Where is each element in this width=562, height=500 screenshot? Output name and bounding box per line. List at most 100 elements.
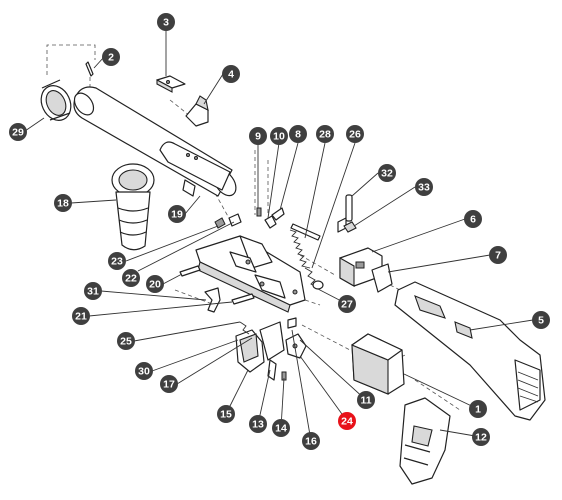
part-11-magazine-block xyxy=(351,333,405,395)
callout-number: 8 xyxy=(295,129,301,141)
callout-badge-circle xyxy=(357,391,375,409)
callout-10: 10 xyxy=(270,127,288,145)
callout-22: 22 xyxy=(122,269,140,287)
callout-badge-circle xyxy=(9,123,27,141)
callout-7: 7 xyxy=(489,246,507,264)
callout-number: 30 xyxy=(138,366,150,378)
callout-33: 33 xyxy=(415,178,433,196)
callout-badge-circle xyxy=(102,48,120,66)
callout-number: 7 xyxy=(495,250,501,262)
callout-number: 25 xyxy=(120,336,132,348)
callout-14: 14 xyxy=(272,419,290,437)
callout-30: 30 xyxy=(135,362,153,380)
callout-6: 6 xyxy=(464,210,482,228)
callout-19: 19 xyxy=(168,205,186,223)
part-2-pin xyxy=(85,61,94,77)
callout-23: 23 xyxy=(108,252,126,270)
callout-badge-circle xyxy=(289,125,307,143)
callout-11: 11 xyxy=(357,391,375,409)
part-12-grip xyxy=(399,397,451,485)
callout-number: 26 xyxy=(349,129,361,141)
callout-badge-circle xyxy=(168,205,186,223)
callout-number: 4 xyxy=(228,69,234,81)
callout-badge-circle xyxy=(217,405,235,423)
callout-badge-circle xyxy=(270,127,288,145)
callout-number: 24 xyxy=(341,416,353,428)
trigger-housing-15-17 xyxy=(235,321,285,373)
part-5-stock xyxy=(394,281,546,421)
callout-number: 33 xyxy=(418,182,430,194)
callout-badge-circle xyxy=(157,13,175,31)
callout-5: 5 xyxy=(532,311,550,329)
callout-number: 2 xyxy=(108,52,114,64)
callout-badge-circle xyxy=(415,178,433,196)
callout-badge-circle xyxy=(249,415,267,433)
callout-number: 31 xyxy=(87,286,99,298)
callout-badge-circle xyxy=(316,125,334,143)
callout-24-highlighted: 24 xyxy=(338,412,356,430)
callout-number: 23 xyxy=(111,256,123,268)
callout-number: 20 xyxy=(149,279,161,291)
callout-badge-circle xyxy=(532,311,550,329)
callout-32: 32 xyxy=(378,164,396,182)
callout-number: 12 xyxy=(475,432,487,444)
callout-21: 21 xyxy=(72,307,90,325)
callout-badge-circle xyxy=(84,282,102,300)
callout-badge-circle xyxy=(378,164,396,182)
part-29-end-cap xyxy=(40,79,72,121)
callout-17: 17 xyxy=(160,375,178,393)
callout-9: 9 xyxy=(249,127,267,145)
part-28-springs xyxy=(289,223,321,289)
part-3-sight-plate xyxy=(156,75,186,93)
callout-badge-circle xyxy=(469,400,487,418)
callout-25: 25 xyxy=(117,332,135,350)
parts-9-10-8-small-pins xyxy=(214,207,285,229)
callout-number: 19 xyxy=(171,209,183,221)
callout-number: 17 xyxy=(163,379,175,391)
callout-8: 8 xyxy=(289,125,307,143)
part-6-block xyxy=(339,247,383,287)
callout-number: 14 xyxy=(275,423,287,435)
callout-number: 32 xyxy=(381,168,393,180)
callout-1: 1 xyxy=(469,400,487,418)
callout-number: 6 xyxy=(470,214,476,226)
main-tube xyxy=(73,86,237,197)
part-13-14-16-pins xyxy=(267,317,297,381)
callout-16: 16 xyxy=(302,432,320,450)
leader-lines xyxy=(24,29,534,442)
callout-number: 18 xyxy=(57,198,69,210)
callout-number: 10 xyxy=(273,131,285,143)
part-18-foregrip xyxy=(111,163,155,251)
callout-badge-circle xyxy=(302,432,320,450)
callout-3: 3 xyxy=(157,13,175,31)
callout-number: 22 xyxy=(125,273,137,285)
callout-28: 28 xyxy=(316,125,334,143)
callout-badge-circle xyxy=(472,428,490,446)
callout-number: 28 xyxy=(319,129,331,141)
callout-number: 15 xyxy=(220,409,232,421)
part-4-front-sight xyxy=(185,95,209,127)
part-32-pin xyxy=(345,194,353,222)
callout-badge-circle xyxy=(160,375,178,393)
callout-number: 21 xyxy=(75,311,87,323)
part-7-bracket xyxy=(371,263,393,293)
callout-18: 18 xyxy=(54,194,72,212)
callout-number: 9 xyxy=(255,131,261,143)
callout-4: 4 xyxy=(222,65,240,83)
callout-number: 11 xyxy=(360,395,371,407)
callout-26: 26 xyxy=(346,125,364,143)
callout-badge-circle xyxy=(54,194,72,212)
callout-badge-circle xyxy=(338,412,356,430)
callout-badge-circle xyxy=(464,210,482,228)
callout-badge-circle xyxy=(338,295,356,313)
callout-badge-circle xyxy=(346,125,364,143)
callout-badge-circle xyxy=(272,419,290,437)
callout-badge-circle xyxy=(117,332,135,350)
callout-number: 27 xyxy=(341,299,353,311)
part-25-spring xyxy=(239,321,250,335)
callout-badge-circle xyxy=(146,275,164,293)
callout-badge-circle xyxy=(122,269,140,287)
callout-number: 3 xyxy=(163,17,169,29)
part-20-pin xyxy=(179,265,201,277)
